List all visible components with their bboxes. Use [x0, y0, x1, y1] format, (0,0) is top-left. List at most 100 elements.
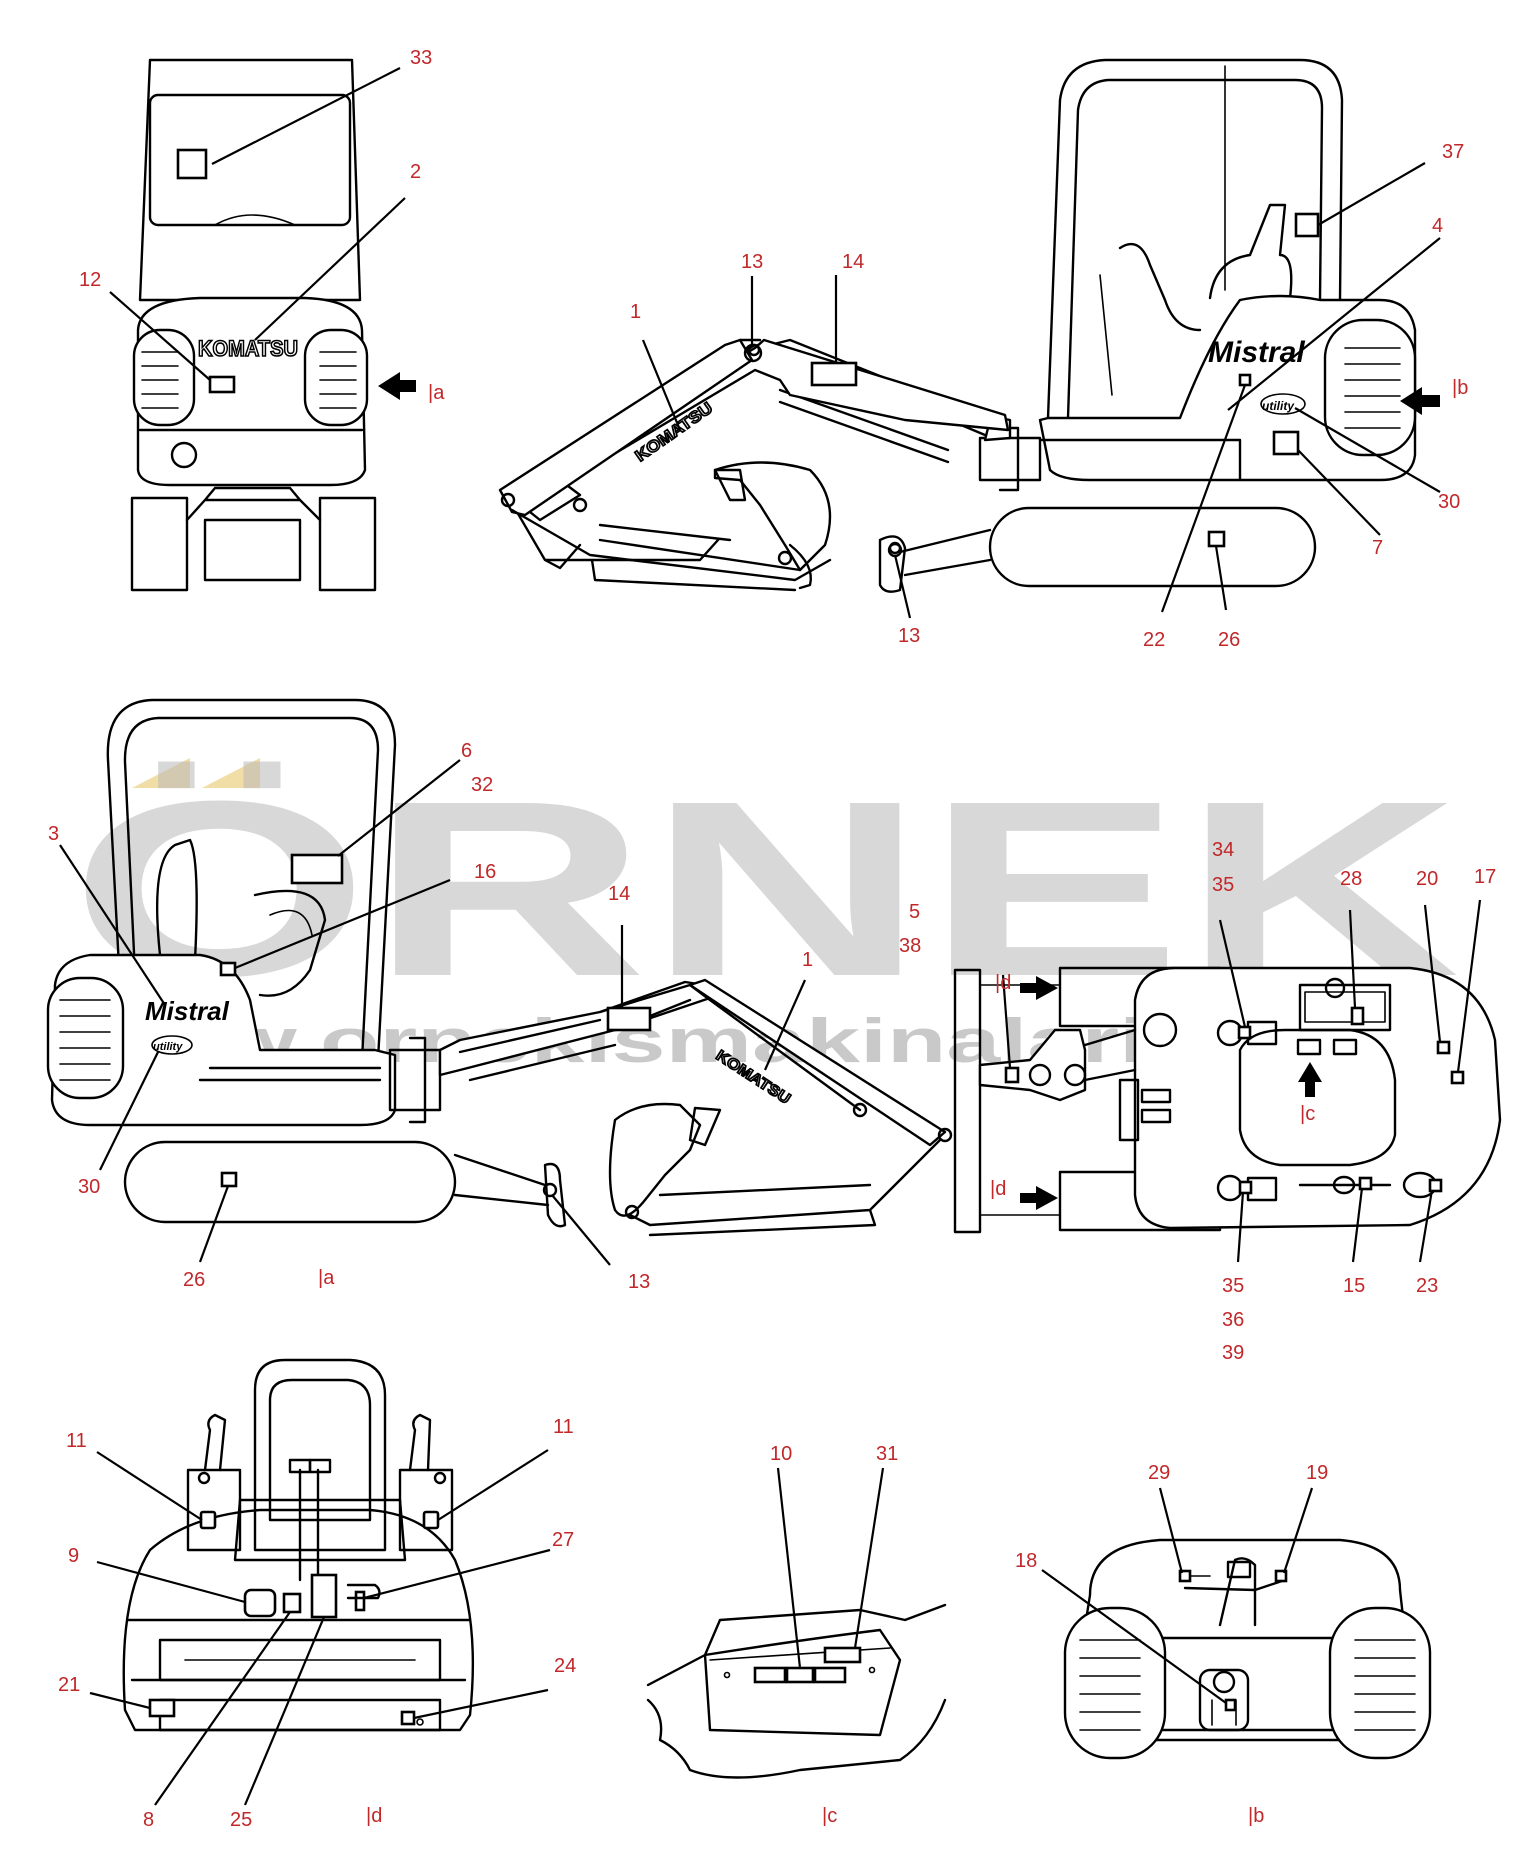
- leader-34-35: [1218, 919, 1247, 1028]
- decal-25-box: [310, 1573, 338, 1619]
- view-arrow-d2: [1020, 1186, 1058, 1210]
- interior-dot: [416, 1718, 424, 1726]
- callout-17: 17: [1474, 866, 1496, 888]
- watermark-accent-left: [132, 758, 190, 788]
- side-bucket-link: [713, 468, 747, 502]
- interior-floor-plate: [158, 1638, 442, 1682]
- leader-12: [109, 291, 211, 381]
- decal-10b-box: [785, 1666, 815, 1684]
- callout-27: 27: [552, 1529, 574, 1551]
- callout-29: 29: [1148, 1462, 1170, 1484]
- leader-16: [234, 878, 451, 970]
- callout-3: 3: [48, 823, 59, 845]
- side-cab-frame-inner: [1066, 78, 1324, 420]
- right-utility-badge: [151, 1035, 193, 1055]
- top-boom-pin-2: [1063, 1063, 1087, 1087]
- decal-32-box: [290, 853, 344, 885]
- rear-light: [170, 441, 198, 469]
- side-arm: [508, 498, 732, 570]
- engine-grille-right: [1328, 1606, 1432, 1760]
- side-rod: [1099, 274, 1113, 396]
- callout-11-left: 11: [66, 1430, 87, 1452]
- interior-seat-back-inner: [268, 1378, 372, 1522]
- decal-33-box: [176, 148, 208, 180]
- rear-window: [148, 93, 352, 227]
- side-bucket-tip: [788, 543, 812, 590]
- callout-13b: 13: [628, 1271, 650, 1293]
- right-boom-main: [688, 978, 947, 1147]
- right-bucket: [608, 1102, 702, 1217]
- side-arm-cyl: [598, 538, 802, 572]
- callout-24: 24: [554, 1655, 576, 1677]
- leader-31: [853, 1467, 885, 1649]
- rear-track-right: [318, 496, 377, 592]
- leader-23: [1418, 1189, 1434, 1263]
- rear-view: KOMATSU 33 2 12 |a: [79, 47, 445, 592]
- top-blade: [953, 968, 982, 1234]
- decal-22-box: [1238, 373, 1252, 387]
- panel-screw-2: [868, 1666, 876, 1674]
- right-blade-arm: [453, 1153, 550, 1207]
- right-body: [50, 953, 397, 1127]
- interior-console-right: [398, 1468, 454, 1552]
- leader-25: [243, 1616, 326, 1806]
- callout-19: 19: [1306, 1462, 1328, 1484]
- leader-7: [1297, 449, 1381, 536]
- leader-37: [1317, 162, 1426, 226]
- top-pedal: [1332, 1175, 1356, 1195]
- view-arrow-a: [378, 372, 416, 400]
- leader-8: [154, 1611, 291, 1806]
- decal-24-box: [400, 1710, 416, 1726]
- panel-screw-1: [723, 1671, 731, 1679]
- view-arrow-d1: [1020, 976, 1058, 1000]
- right-pin-3: [624, 1204, 640, 1220]
- decal-21-box: [148, 1698, 176, 1718]
- top-lever-2: [1140, 1108, 1172, 1124]
- side-utility-badge: [1260, 393, 1306, 415]
- right-cab-frame: [106, 698, 397, 1082]
- view-marker-d2: |d: [990, 1178, 1006, 1200]
- side-body-line: [1038, 438, 1242, 482]
- top-upper-body: [1133, 966, 1502, 1230]
- view-marker-d1: |d: [995, 972, 1011, 994]
- right-pin-1: [937, 1127, 953, 1143]
- side-seat: [1208, 203, 1293, 300]
- side-arm-lower: [510, 508, 832, 592]
- caption-a: |a: [318, 1267, 335, 1289]
- leader-5: [1001, 974, 1012, 1069]
- right-mistral-logo: Mistral: [145, 996, 230, 1026]
- callout-30: 30: [1438, 491, 1460, 513]
- interior-knob-left: [197, 1471, 211, 1485]
- callout-25: 25: [230, 1809, 252, 1831]
- leader-28: [1348, 909, 1357, 1009]
- engine-filter: [1198, 1668, 1250, 1732]
- interior-joystick-left: [203, 1413, 227, 1472]
- caption-c: |c: [822, 1805, 837, 1827]
- decal-37-box: [1294, 212, 1320, 238]
- decal-7-box: [1272, 430, 1300, 456]
- callout-39: 39: [1222, 1342, 1244, 1364]
- cab-interior-view: 11 11 9 27 21 24 8 25 |d: [58, 1358, 576, 1831]
- decal-35b-box: [1238, 1180, 1253, 1195]
- leader-26: [1214, 545, 1228, 611]
- side-cab-frame: [1046, 58, 1344, 420]
- decal-31-box: [823, 1646, 862, 1664]
- interior-levers: [298, 1468, 320, 1582]
- rear-komatsu-logo: KOMATSU: [198, 336, 298, 361]
- rear-window-wiper: [214, 214, 296, 226]
- leader-3: [59, 844, 166, 1006]
- top-boom-pin-1: [1028, 1063, 1052, 1087]
- decal-11-left-box: [199, 1510, 217, 1530]
- decal-14b-box: [606, 1006, 652, 1032]
- callout-2: 2: [410, 161, 421, 183]
- decal-5-box: [1004, 1066, 1020, 1084]
- callout-1b: 1: [802, 949, 813, 971]
- view-marker-a: |a: [428, 382, 445, 404]
- right-control: [253, 889, 327, 997]
- leader-15: [1351, 1187, 1364, 1263]
- leader-6-32: [337, 759, 461, 857]
- leader-2: [254, 197, 406, 341]
- engine-grille-slats: [1079, 1639, 1416, 1731]
- panel-plate: [703, 1628, 902, 1737]
- callout-37: 37: [1442, 141, 1464, 163]
